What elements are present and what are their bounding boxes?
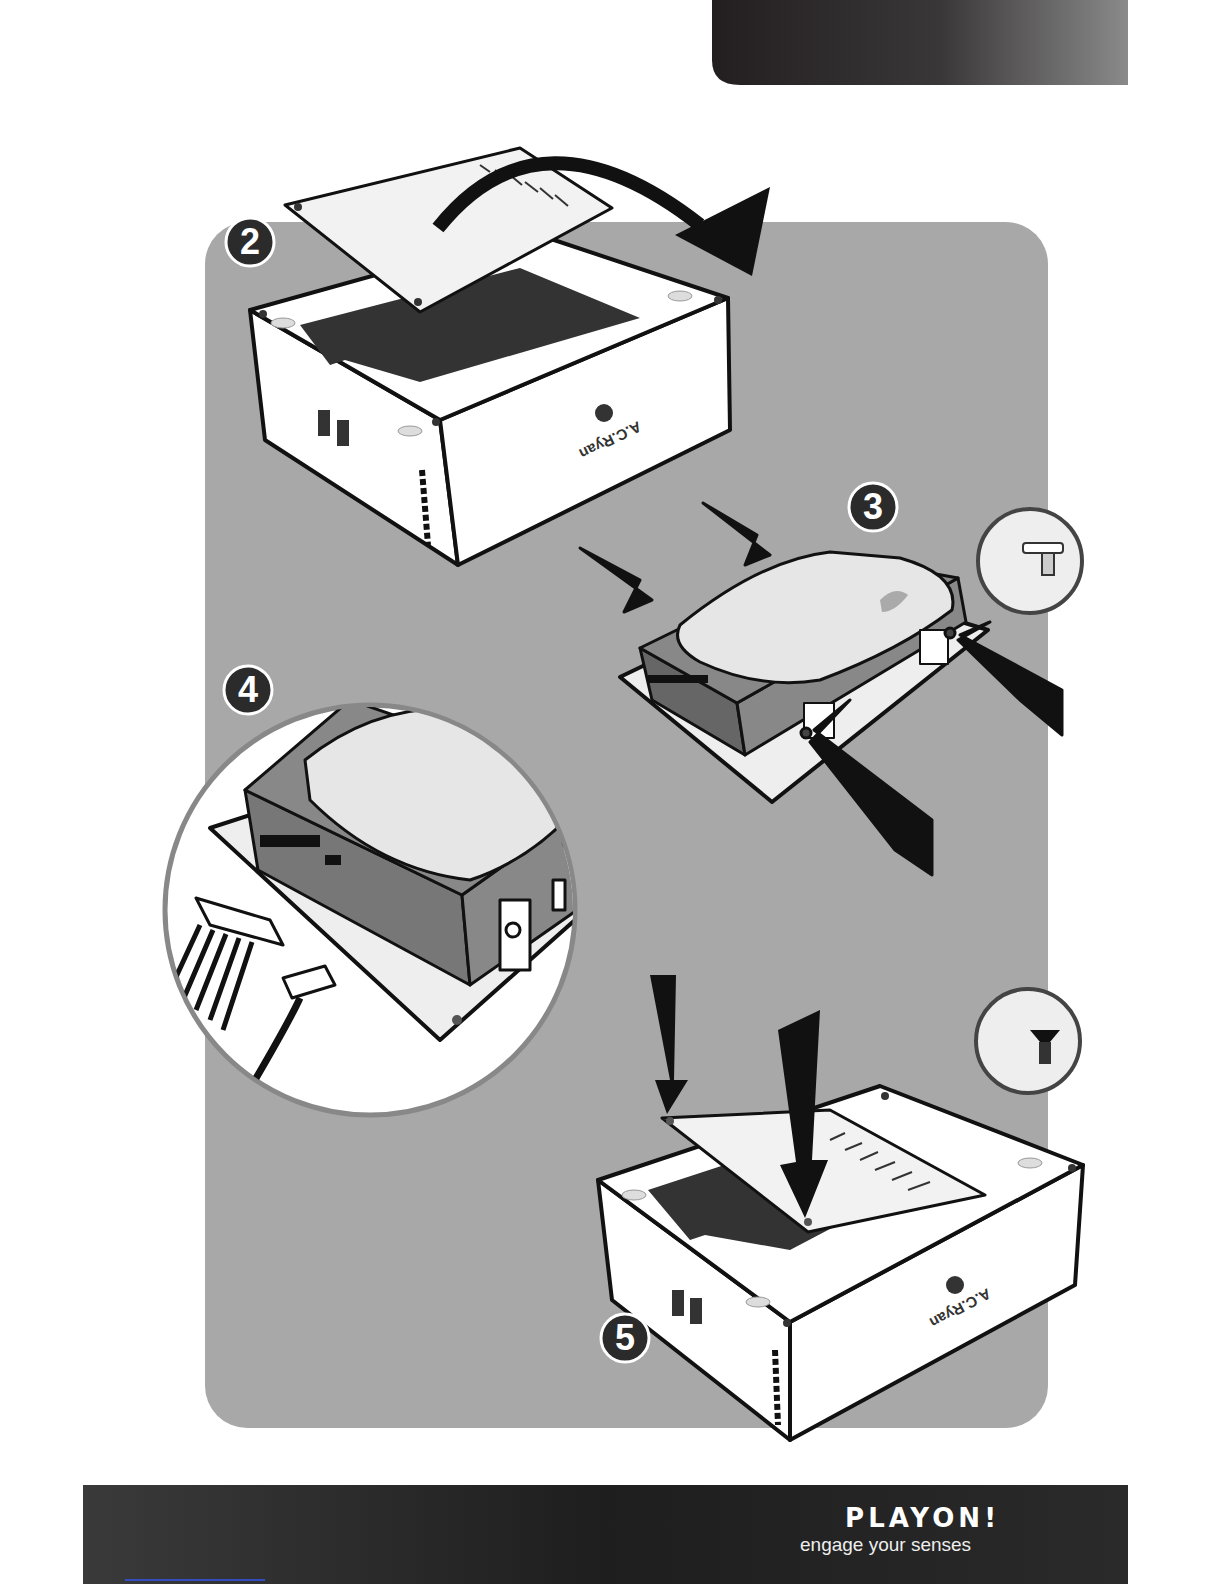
footer-bar <box>83 1485 1128 1584</box>
callout-circle <box>601 1314 649 1362</box>
logo-text: PLAYON! <box>845 1503 1000 1533</box>
connector-zoom <box>165 700 620 1115</box>
link-underline <box>125 1579 265 1581</box>
header-tab <box>712 0 1128 85</box>
callout-number: 2 <box>240 224 260 260</box>
callout-circle <box>224 666 272 714</box>
screw-icons <box>976 509 1082 1093</box>
media-box-open <box>250 148 770 565</box>
media-box-closed <box>598 975 1083 1440</box>
callout-circle <box>226 218 274 266</box>
callout-number: 4 <box>238 672 258 708</box>
callout-circle <box>849 483 897 531</box>
callout-number: 5 <box>615 1320 635 1356</box>
tagline: engage your senses <box>800 1534 971 1556</box>
callout-number: 3 <box>863 489 883 525</box>
